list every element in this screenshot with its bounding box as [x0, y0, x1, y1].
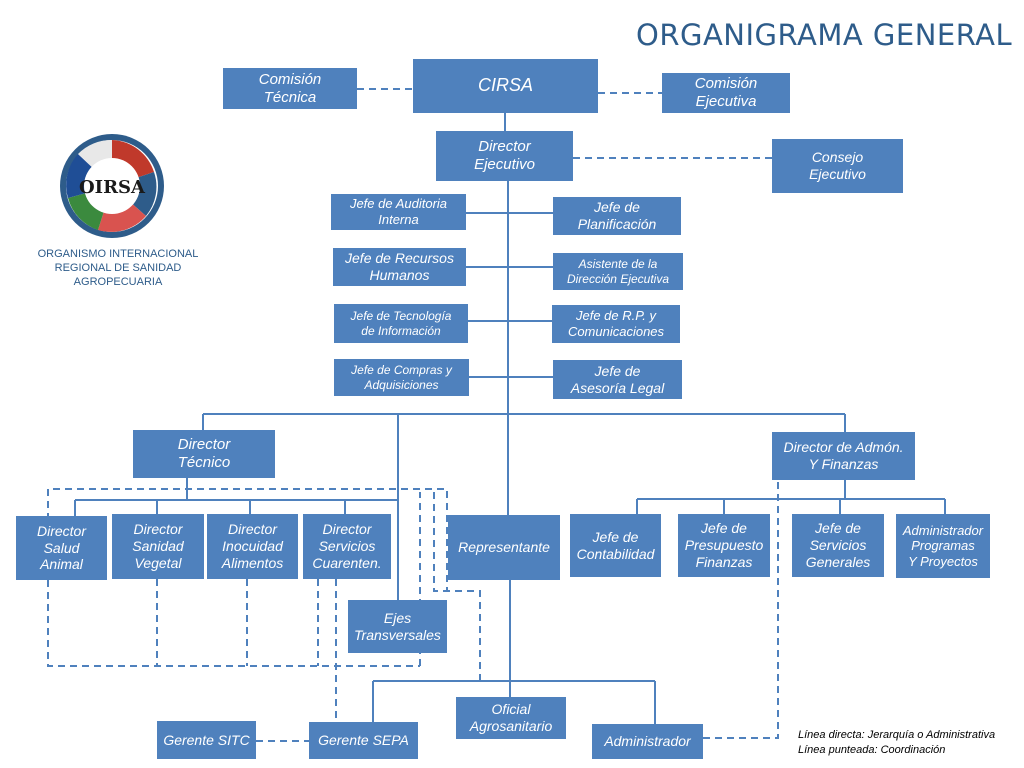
box-jefe-tecnologia: Jefe de Tecnología de Información	[334, 304, 468, 343]
box-director-servicios: Director Servicios Cuarenten.	[303, 514, 391, 579]
box-cirsa: CIRSA	[413, 59, 598, 113]
box-jefe-asesoria: Jefe de Asesoría Legal	[553, 360, 682, 399]
box-director-inocuidad: Director Inocuidad Alimentos	[207, 514, 298, 579]
box-jefe-rp: Jefe de R.P. y Comunicaciones	[552, 305, 680, 343]
box-jefe-planificacion: Jefe de Planificación	[553, 197, 681, 235]
solid-lines	[74, 113, 946, 724]
legend-dashed: Línea punteada: Coordinación	[798, 743, 946, 756]
legend: Línea directa: Jerarquía o Administrativ…	[798, 728, 995, 758]
logo-text: OIRSA	[79, 177, 146, 198]
page-title: ORGANIGRAMA GENERAL	[636, 18, 1013, 52]
box-director-tecnico: Director Técnico	[133, 430, 275, 478]
box-jefe-compras: Jefe de Compras y Adquisiciones	[334, 359, 469, 396]
box-gerente-sepa: Gerente SEPA	[309, 722, 418, 759]
box-jefe-contabilidad: Jefe de Contabilidad	[570, 514, 661, 577]
box-jefe-servicios-generales: Jefe de Servicios Generales	[792, 514, 884, 577]
box-administrador-programas: Administrador Programas Y Proyectos	[896, 514, 990, 578]
box-comision-tecnica: Comisión Técnica	[223, 68, 357, 109]
oirsa-logo-icon: OIRSA	[60, 134, 164, 238]
box-representante: Representante	[448, 515, 560, 580]
legend-solid: Línea directa: Jerarquía o Administrativ…	[798, 729, 996, 741]
box-consejo-ejecutivo: Consejo Ejecutivo	[772, 139, 903, 193]
box-ejes-transversales: Ejes Transversales	[348, 600, 447, 653]
box-administrador: Administrador	[592, 724, 703, 759]
box-jefe-auditoria: Jefe de Auditoria Interna	[331, 194, 466, 230]
box-gerente-sitc: Gerente SITC	[157, 721, 256, 759]
box-comision-ejecutiva: Comisión Ejecutiva	[662, 73, 790, 113]
box-jefe-rrhh: Jefe de Recursos Humanos	[333, 248, 466, 286]
organization-name: ORGANISMO INTERNACIONAL REGIONAL DE SANI…	[37, 248, 199, 288]
box-director-sanidad-vegetal: Director Sanidad Vegetal	[112, 514, 204, 579]
box-oficial-agrosanitario: Oficial Agrosanitario	[456, 697, 566, 739]
box-director-ejecutivo: Director Ejecutivo	[436, 131, 573, 181]
box-asistente-direccion: Asistente de la Dirección Ejecutiva	[553, 253, 683, 290]
box-jefe-presupuesto: Jefe de Presupuesto Finanzas	[678, 514, 770, 577]
box-director-salud-animal: Director Salud Animal	[16, 516, 107, 580]
box-director-admon: Director de Admón. Y Finanzas	[772, 432, 915, 480]
